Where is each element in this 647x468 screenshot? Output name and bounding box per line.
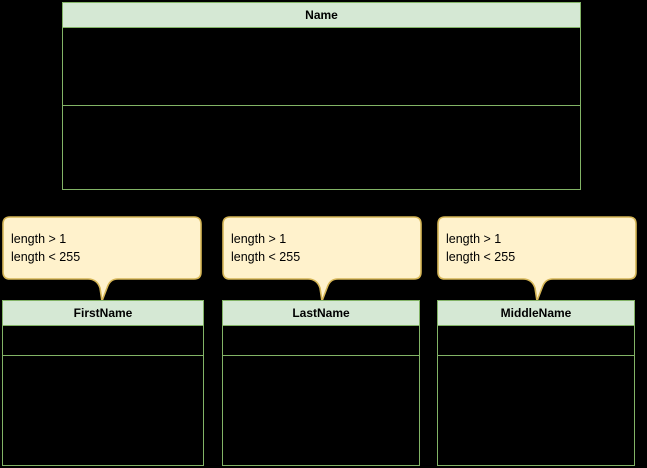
callout-lastname-shape xyxy=(222,216,422,302)
entity-middlename-row-1[interactable] xyxy=(438,326,634,356)
entity-lastname[interactable]: LastName xyxy=(222,300,420,466)
entity-middlename-row-2[interactable] xyxy=(438,356,634,465)
entity-middlename-title: MiddleName xyxy=(438,301,634,326)
entity-firstname-row-1[interactable] xyxy=(3,326,203,356)
entity-firstname-title: FirstName xyxy=(3,301,203,326)
entity-name[interactable]: Name xyxy=(62,2,581,190)
entity-firstname-row-2[interactable] xyxy=(3,356,203,465)
callout-middlename[interactable]: length > 1 length < 255 xyxy=(437,216,637,302)
entity-lastname-title: LastName xyxy=(223,301,419,326)
callout-firstname[interactable]: length > 1 length < 255 xyxy=(2,216,202,302)
entity-lastname-row-2[interactable] xyxy=(223,356,419,465)
entity-name-title: Name xyxy=(63,3,580,28)
entity-lastname-row-1[interactable] xyxy=(223,326,419,356)
callout-middlename-shape xyxy=(437,216,637,302)
entity-name-row-1[interactable] xyxy=(63,28,580,106)
entity-name-row-2[interactable] xyxy=(63,106,580,189)
entity-middlename[interactable]: MiddleName xyxy=(437,300,635,466)
entity-firstname[interactable]: FirstName xyxy=(2,300,204,466)
callout-lastname[interactable]: length > 1 length < 255 xyxy=(222,216,422,302)
callout-firstname-shape xyxy=(2,216,202,302)
